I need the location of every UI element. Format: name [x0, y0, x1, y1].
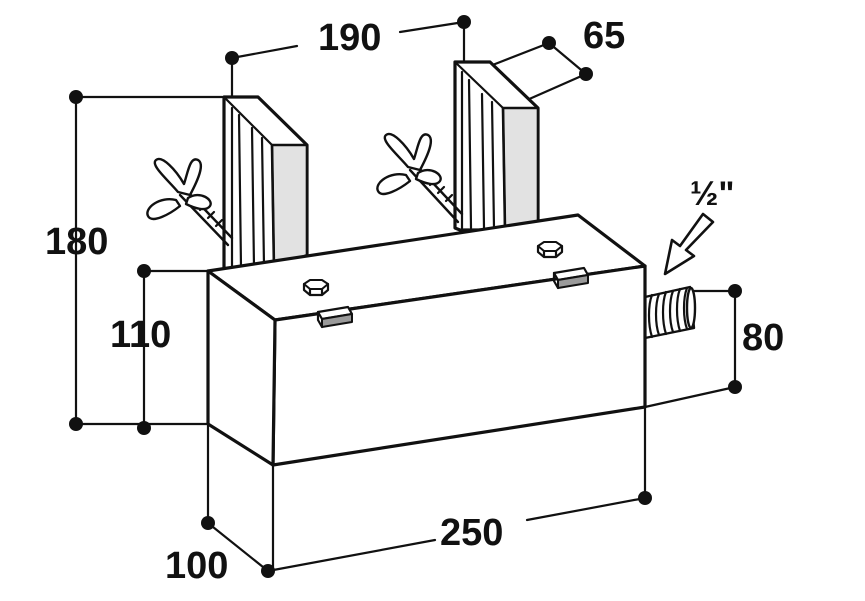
latch-icon [552, 266, 590, 290]
label-65: 65 [583, 15, 625, 57]
wing-nut-icon [146, 157, 234, 247]
arrow-icon [663, 212, 715, 276]
label-180: 180 [45, 221, 108, 263]
latch-icon [316, 305, 354, 329]
dimension-labels: 190 65 180 110 80 100 250 ½" [45, 15, 784, 587]
label-190: 190 [318, 17, 381, 59]
label-100: 100 [165, 545, 228, 587]
threaded-outlet [643, 285, 697, 340]
dimension-lines [69, 15, 742, 578]
left-handle [222, 95, 317, 272]
right-handle [453, 60, 546, 237]
label-110: 110 [110, 314, 171, 356]
hex-nut-icon [536, 241, 564, 259]
hex-nut-icon [302, 279, 330, 297]
wing-nut-icon [376, 132, 464, 224]
label-250: 250 [440, 512, 503, 554]
label-80: 80 [742, 317, 784, 359]
label-thread-size: ½" [690, 175, 734, 213]
main-body [206, 213, 647, 467]
